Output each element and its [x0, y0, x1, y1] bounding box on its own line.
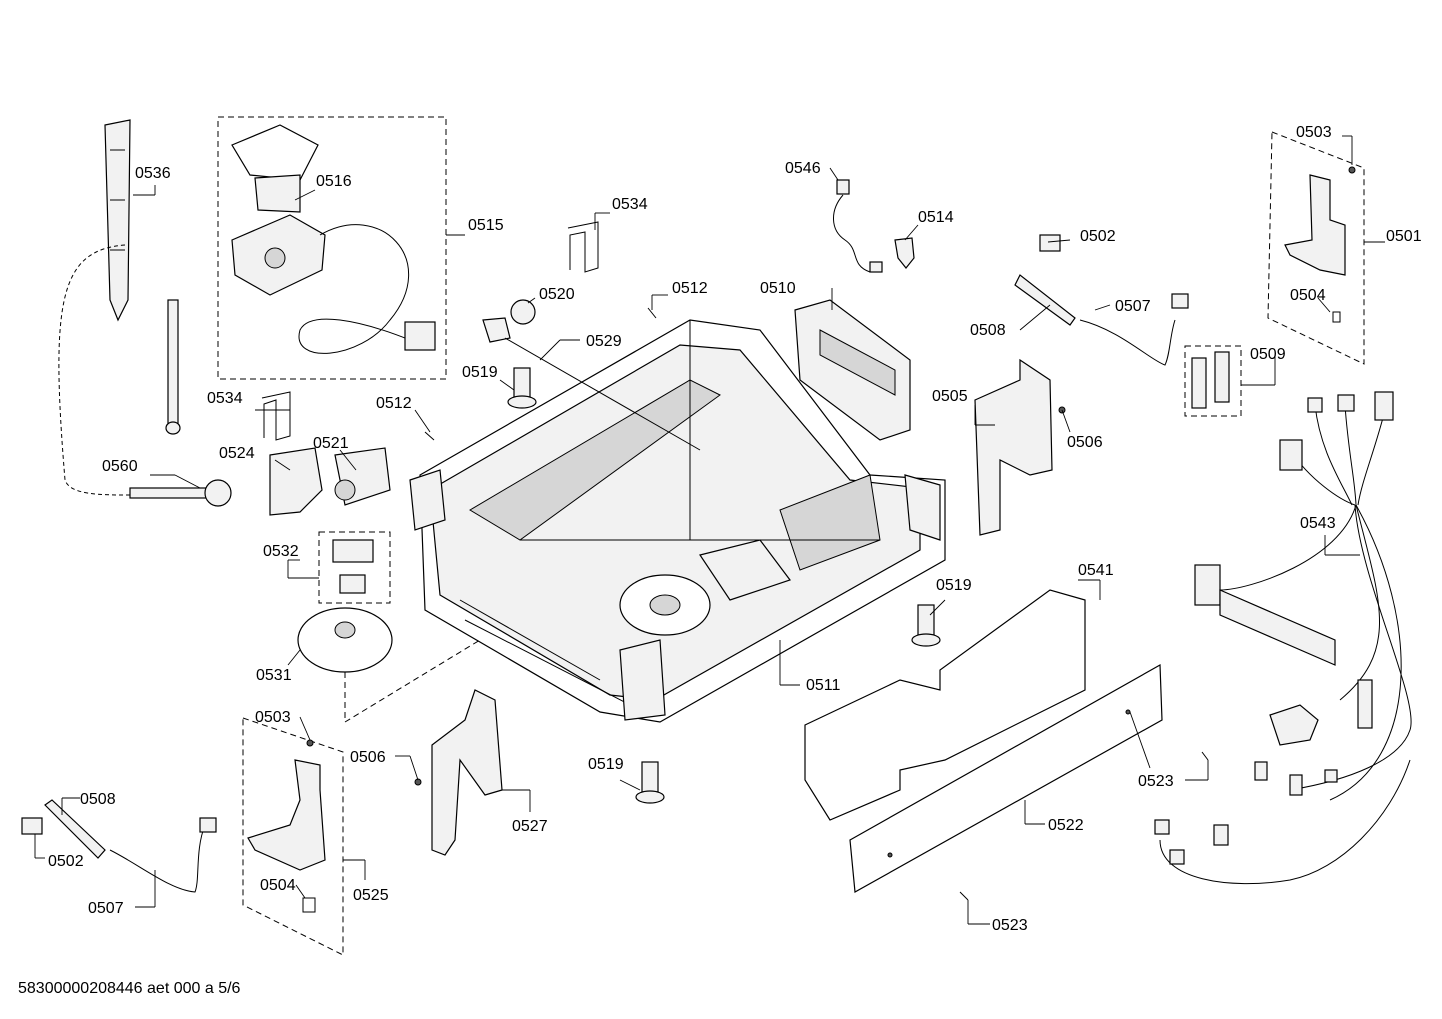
label-0515: 0515 — [468, 217, 504, 234]
label-0532: 0532 — [263, 543, 299, 560]
drawing-reference-footer: 58300000208446 aet 000 a 5/6 — [18, 980, 241, 997]
label-0523: 0523 — [992, 917, 1028, 934]
label-0524: 0524 — [219, 445, 255, 462]
label-0521: 0521 — [313, 435, 349, 452]
label-0516: 0516 — [316, 173, 352, 190]
parts — [21, 119, 1412, 913]
label-0522: 0522 — [1048, 817, 1084, 834]
label-0502: 0502 — [48, 853, 84, 870]
label-0502: 0502 — [1080, 228, 1116, 245]
label-0519: 0519 — [936, 577, 972, 594]
label-0534: 0534 — [207, 390, 243, 407]
label-0508: 0508 — [80, 791, 116, 808]
label-0536: 0536 — [135, 165, 171, 182]
label-0546: 0546 — [785, 160, 821, 177]
label-0511: 0511 — [806, 677, 841, 694]
label-0507: 0507 — [1115, 298, 1151, 315]
label-0507: 0507 — [88, 900, 124, 917]
label-0531: 0531 — [256, 667, 292, 684]
label-0504: 0504 — [1290, 287, 1326, 304]
label-0560: 0560 — [102, 458, 138, 475]
label-0534: 0534 — [612, 196, 648, 213]
label-0506: 0506 — [350, 749, 386, 766]
label-0519: 0519 — [588, 756, 624, 773]
label-0529: 0529 — [586, 333, 622, 350]
label-0503: 0503 — [255, 709, 291, 726]
label-0508: 0508 — [970, 322, 1006, 339]
label-0506: 0506 — [1067, 434, 1103, 451]
label-0503: 0503 — [1296, 124, 1332, 141]
label-0527: 0527 — [512, 818, 548, 835]
label-0509: 0509 — [1250, 346, 1286, 363]
label-0520: 0520 — [539, 286, 575, 303]
label-0541: 0541 — [1078, 562, 1114, 579]
base-frame-0511 — [409, 319, 946, 723]
label-0514: 0514 — [918, 209, 954, 226]
label-0543: 0543 — [1300, 515, 1336, 532]
label-0525: 0525 — [353, 887, 389, 904]
label-0501: 0501 — [1386, 228, 1422, 245]
callout-labels: 0536 0516 0515 0534 0546 0514 0502 0503 … — [48, 124, 1422, 934]
label-0512: 0512 — [672, 280, 708, 297]
label-0504: 0504 — [260, 877, 296, 894]
label-0510: 0510 — [760, 280, 796, 297]
label-0519: 0519 — [462, 364, 498, 381]
leader-lines — [34, 135, 1385, 925]
label-0505: 0505 — [932, 388, 968, 405]
label-0523: 0523 — [1138, 773, 1174, 790]
label-0512: 0512 — [376, 395, 412, 412]
